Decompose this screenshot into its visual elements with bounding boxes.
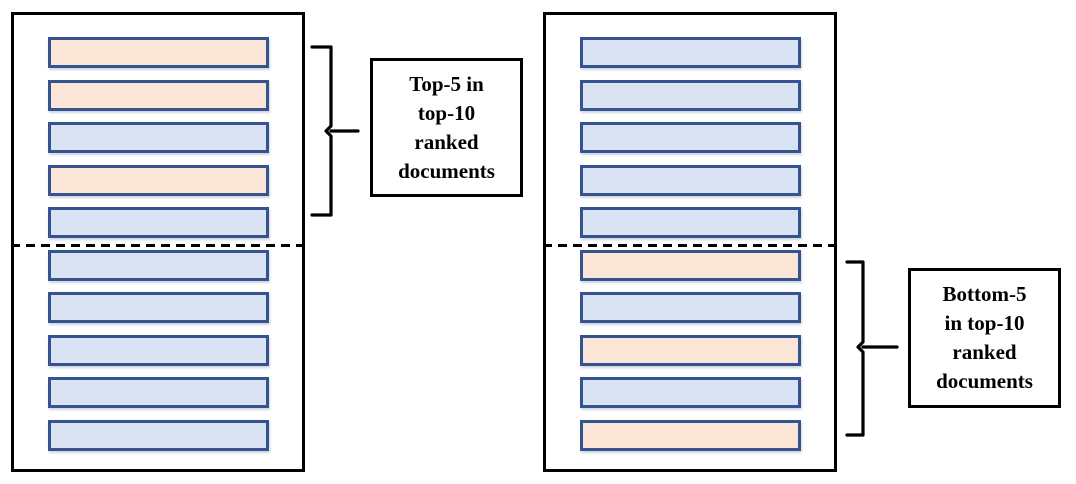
- ranked-documents-box-right: [543, 12, 837, 472]
- top5-brace-icon: [310, 45, 360, 217]
- document-bar: [48, 80, 269, 111]
- document-bar: [580, 377, 801, 408]
- document-bar: [580, 335, 801, 366]
- document-bar: [580, 37, 801, 68]
- document-bar: [48, 420, 269, 451]
- document-bar: [580, 207, 801, 238]
- ranked-documents-box-left: [11, 12, 305, 472]
- document-bar: [48, 165, 269, 196]
- bottom5-brace-icon: [845, 260, 899, 437]
- document-bar: [580, 292, 801, 323]
- document-bar: [580, 420, 801, 451]
- document-bar: [580, 80, 801, 111]
- top5-label: Top-5 in top-10 ranked documents: [370, 58, 523, 197]
- document-bar: [580, 122, 801, 153]
- document-bar: [48, 122, 269, 153]
- document-bar: [580, 250, 801, 281]
- document-bar: [48, 207, 269, 238]
- document-bar: [48, 250, 269, 281]
- rank-cutoff-dashed-line: [11, 244, 303, 247]
- document-bar: [48, 377, 269, 408]
- document-bar: [48, 335, 269, 366]
- bottom5-label: Bottom-5 in top-10 ranked documents: [908, 268, 1061, 408]
- document-bar: [580, 165, 801, 196]
- rank-cutoff-dashed-line: [543, 244, 835, 247]
- document-bar: [48, 292, 269, 323]
- document-bar: [48, 37, 269, 68]
